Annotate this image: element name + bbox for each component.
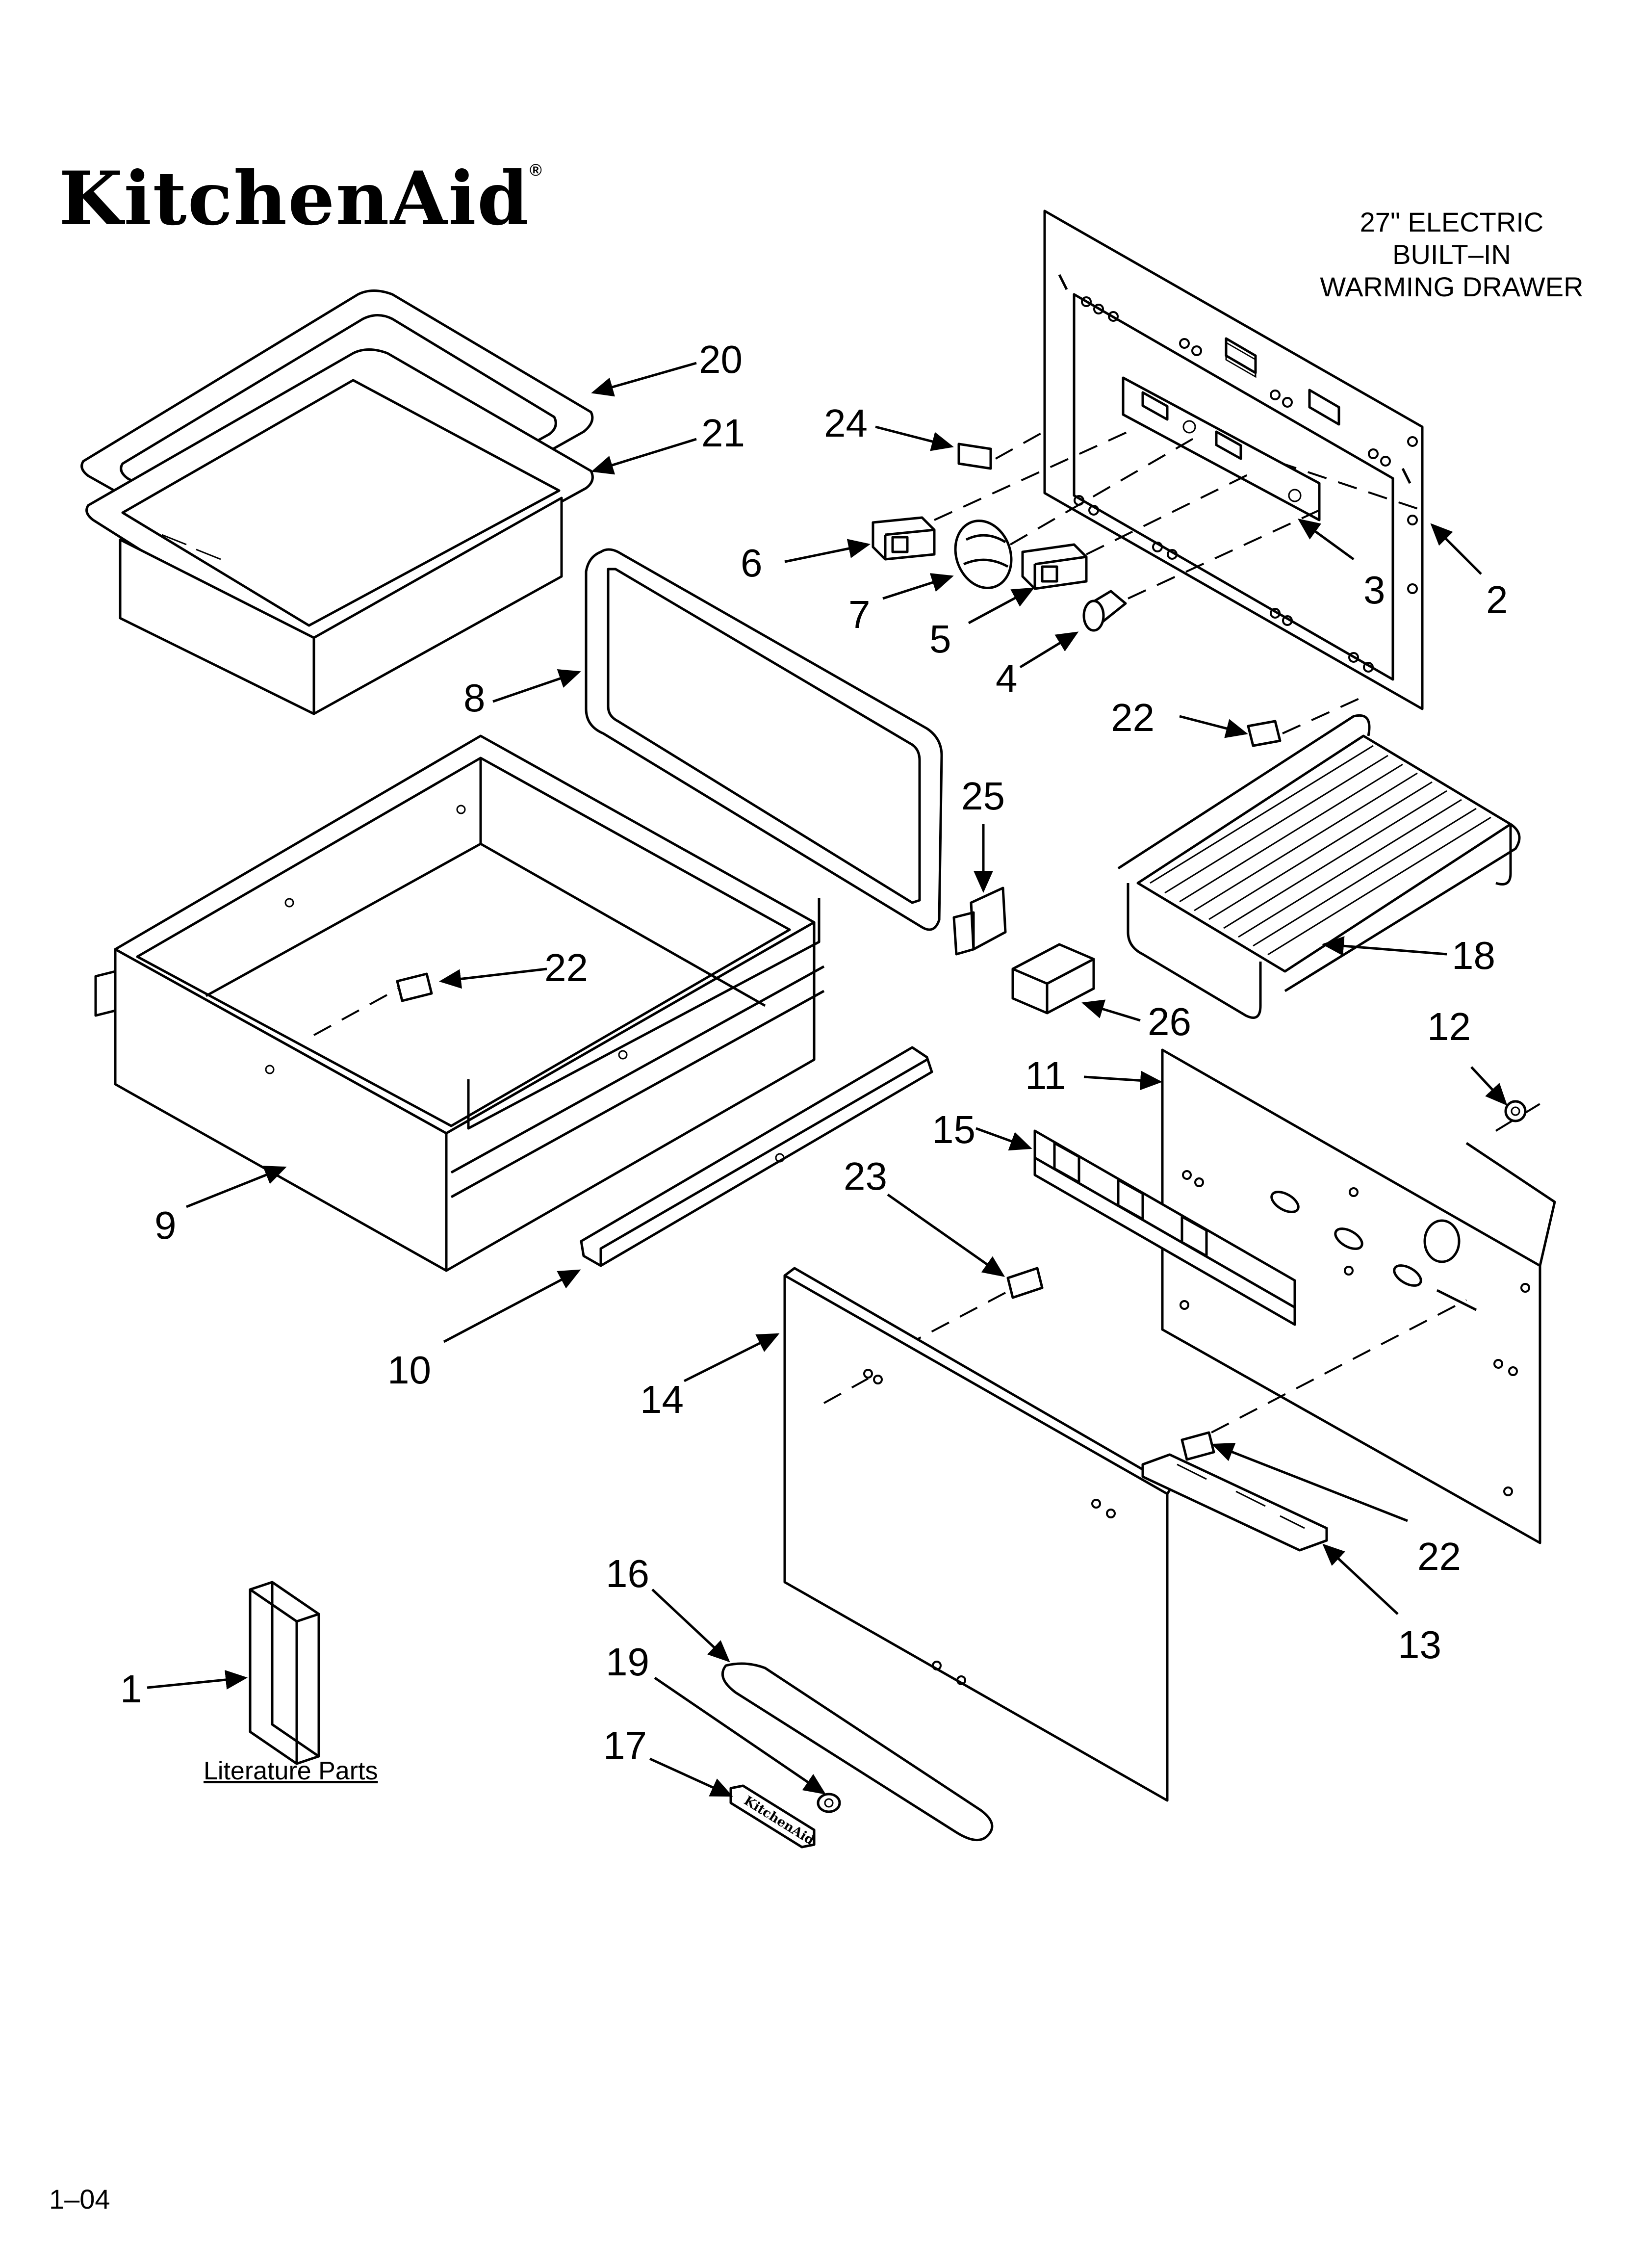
- callout-10: 10: [387, 1348, 431, 1392]
- part-thermostat: [1011, 943, 1095, 1015]
- callout-12: 12: [1427, 1005, 1471, 1048]
- brand-name: KitchenAid: [59, 156, 530, 242]
- part-bracket: [952, 886, 1007, 956]
- callout-5: 5: [929, 617, 951, 661]
- callout-24: 24: [824, 401, 868, 445]
- title-line-2: BUILT–IN: [1392, 239, 1511, 270]
- callout-20: 20: [699, 338, 743, 381]
- part-slide: [580, 1046, 933, 1267]
- callout-26: 26: [1148, 1000, 1191, 1043]
- literature-parts-label: Literature Parts: [204, 1757, 378, 1785]
- callout-17: 17: [603, 1723, 647, 1767]
- title-line-1: 27" ELECTRIC: [1360, 207, 1544, 237]
- callout-21: 21: [701, 411, 745, 455]
- registered-mark: ®: [529, 161, 543, 180]
- part-screw-panel: [1247, 696, 1364, 747]
- leader-arrows: [147, 362, 1508, 1797]
- part-switch-right: [1021, 543, 1088, 590]
- callout-18: 18: [1452, 934, 1495, 977]
- part-knob: [954, 520, 1013, 589]
- part-screw-drawer: [396, 972, 433, 1002]
- callout-4: 4: [996, 656, 1018, 700]
- product-title: 27" ELECTRIC BUILT–IN WARMING DRAWER: [1256, 206, 1642, 303]
- callout-3: 3: [1363, 568, 1385, 612]
- part-hinge-plate: [1141, 1453, 1328, 1552]
- part-handle: [721, 1662, 994, 1842]
- part-handle-nut: [817, 1793, 841, 1813]
- callout-7: 7: [848, 593, 871, 636]
- part-rack: [1117, 714, 1521, 1019]
- callout-22-drawer: 22: [544, 946, 588, 990]
- callout-19: 19: [606, 1640, 649, 1684]
- part-front-panel: [1161, 1048, 1556, 1544]
- badge-text: KitchenAid: [741, 1793, 817, 1848]
- part-drawer-box: [94, 734, 825, 1272]
- callout-11: 11: [1025, 1054, 1066, 1097]
- callout-6: 6: [741, 541, 763, 585]
- part-pan: [85, 348, 594, 715]
- callout-25: 25: [961, 774, 1005, 818]
- part-literature: [249, 1581, 320, 1765]
- callout-22-hinge: 22: [1417, 1535, 1461, 1578]
- part-nut: [1504, 1100, 1527, 1122]
- callout-8: 8: [463, 676, 486, 720]
- callout-22-panel: 22: [1111, 696, 1155, 739]
- footer-code: 1–04: [49, 2184, 110, 2215]
- part-switch-left: [872, 516, 936, 561]
- callout-2: 2: [1486, 578, 1508, 622]
- callout-9: 9: [154, 1203, 177, 1247]
- callout-14: 14: [640, 1378, 684, 1421]
- title-line-3: WARMING DRAWER: [1320, 271, 1584, 302]
- callout-23: 23: [844, 1154, 887, 1198]
- callout-15: 15: [932, 1108, 975, 1151]
- callout-numbers: 20 21 24 6 7 5 4 3 2 22 8 25 18 26 22 12…: [120, 338, 1508, 1767]
- part-badge: KitchenAid: [729, 1784, 817, 1849]
- part-screw-door: [917, 1267, 1044, 1340]
- callout-13: 13: [1398, 1623, 1441, 1667]
- knob-dash-lines: [934, 431, 1320, 600]
- part-vent-bracket: [1033, 1129, 1296, 1326]
- brand-logo: KitchenAid®: [59, 162, 543, 235]
- callout-16: 16: [606, 1552, 649, 1595]
- part-indicator-light: [1082, 590, 1127, 632]
- callout-1: 1: [120, 1667, 142, 1711]
- part-gasket: [585, 548, 943, 931]
